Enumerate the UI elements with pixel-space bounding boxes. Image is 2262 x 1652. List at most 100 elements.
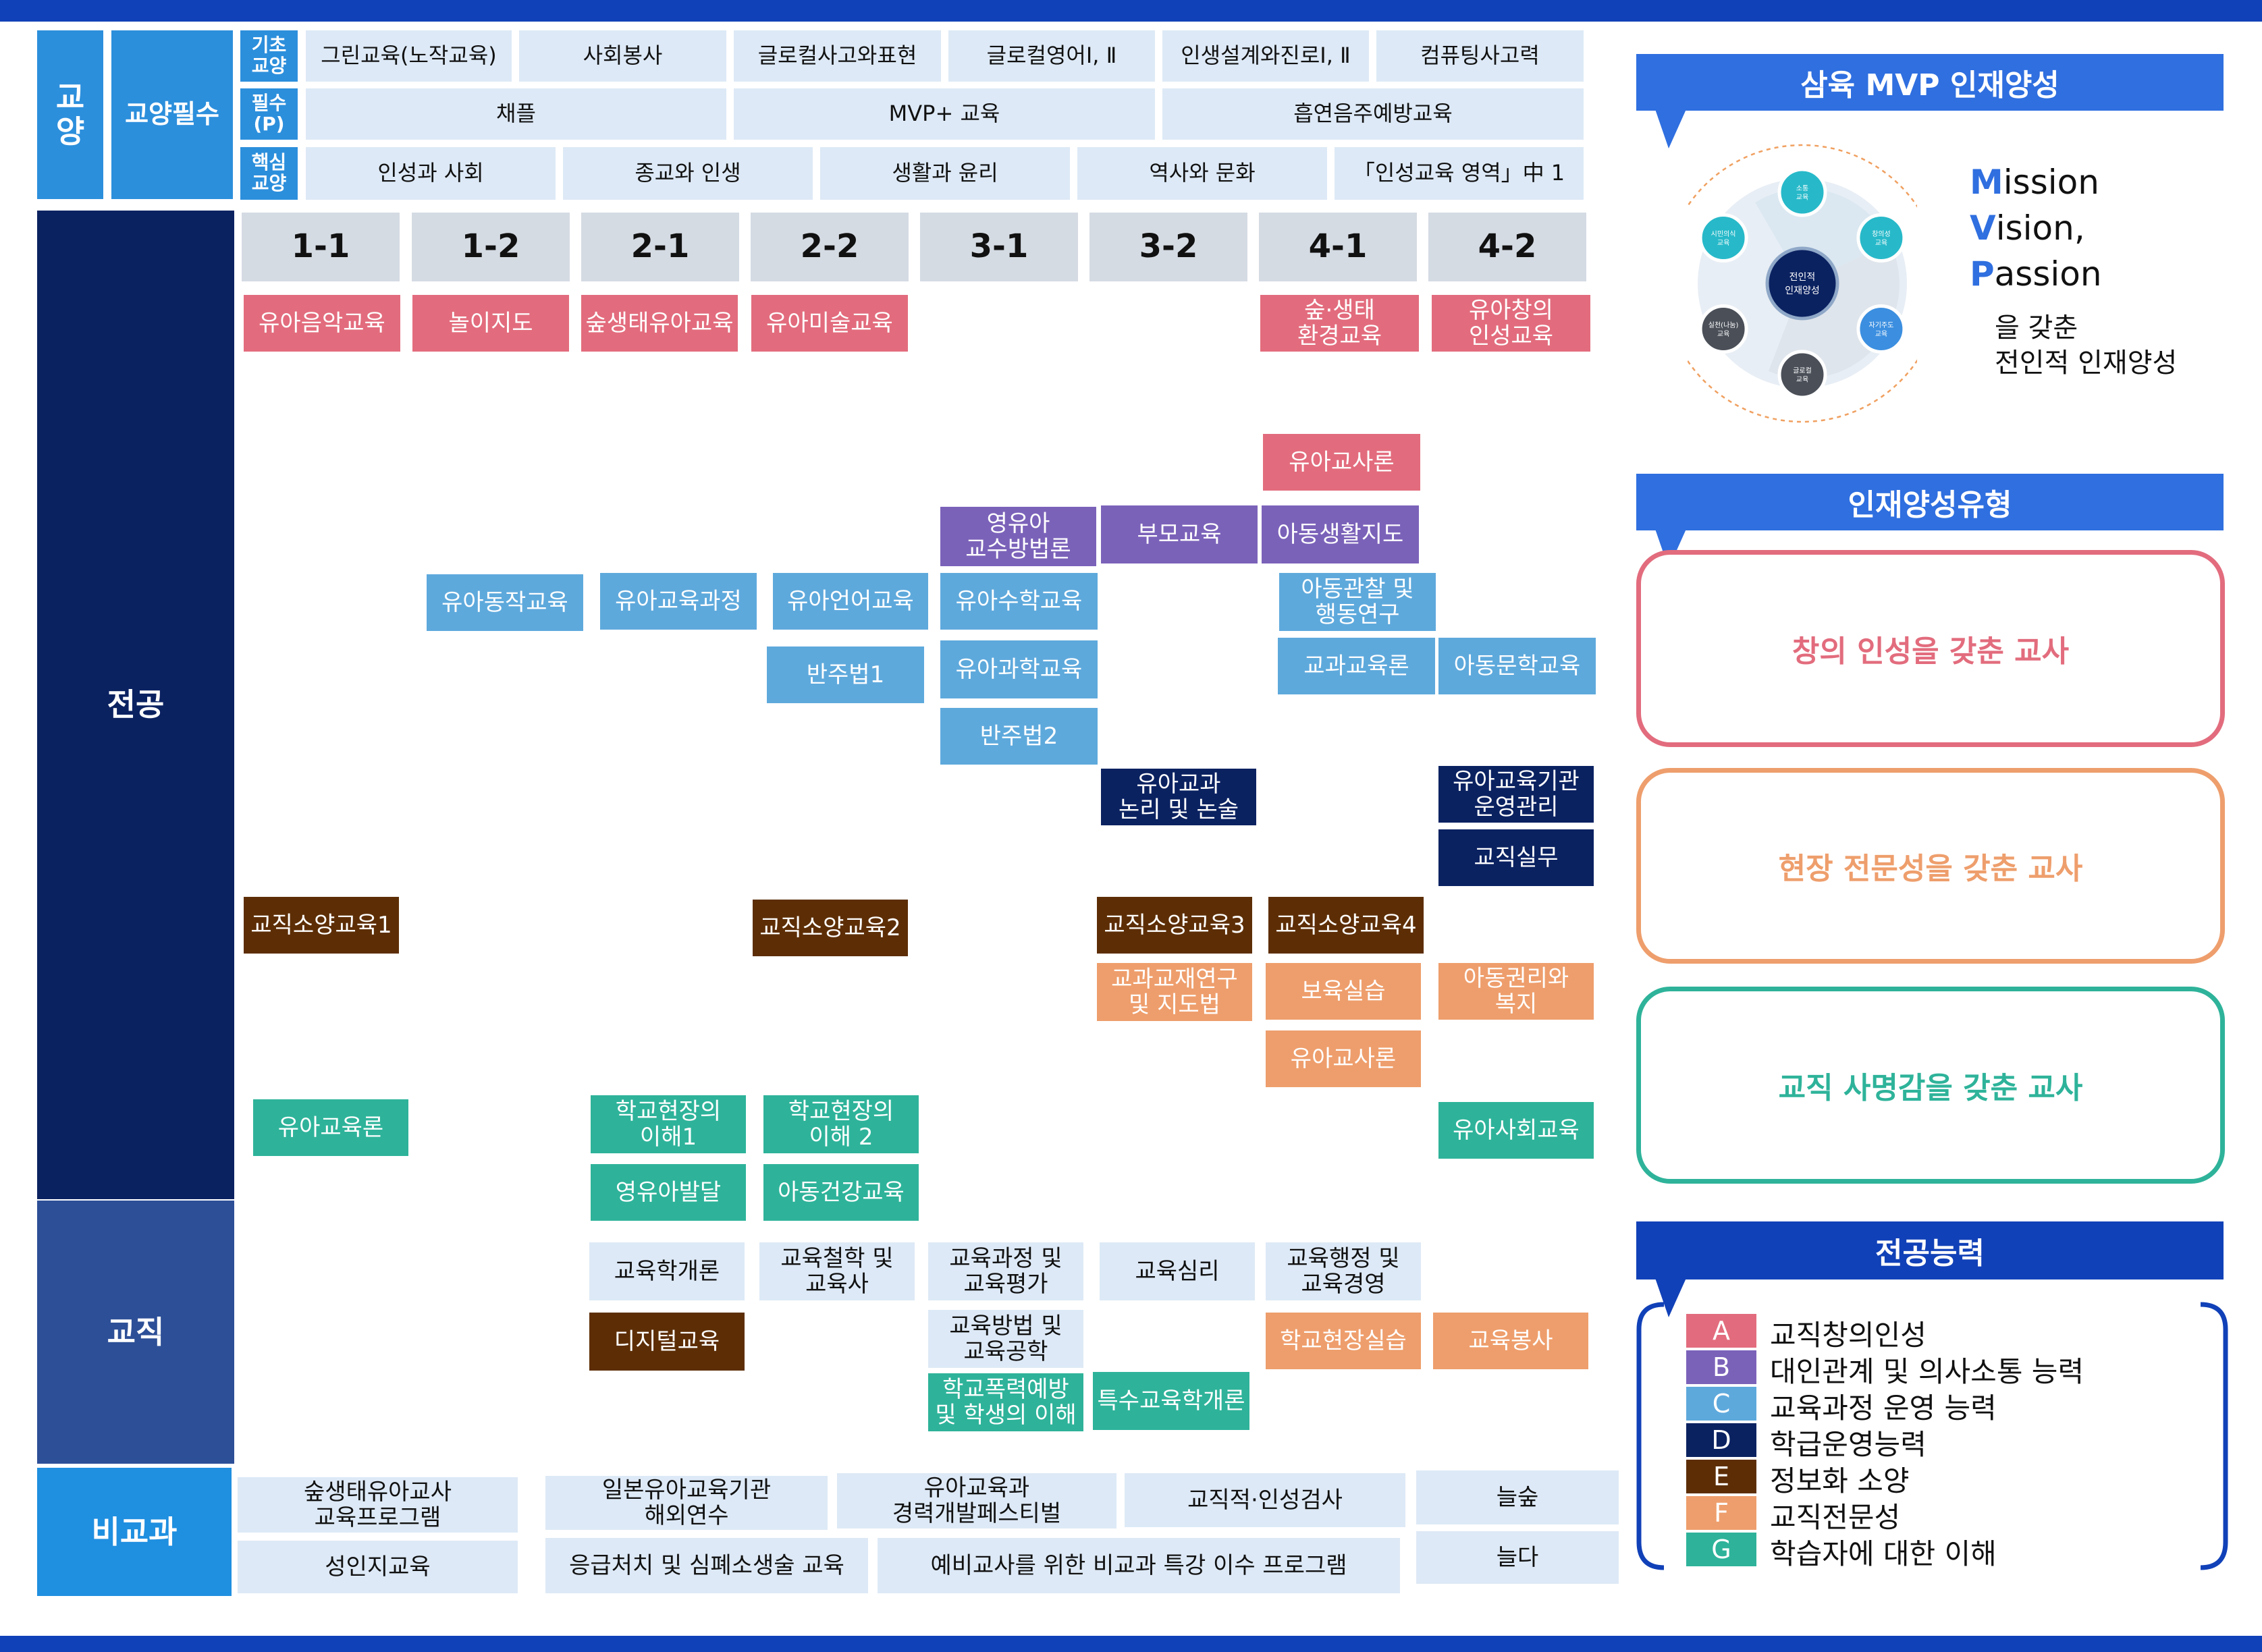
course-box: 반주법2	[940, 708, 1098, 765]
course-box: 유아교사론	[1266, 1030, 1421, 1087]
legend-label-b: 대인관계 및 의사소통 능력	[1770, 1355, 2084, 1388]
gyoyang-course: MVP+ 교육	[734, 88, 1155, 140]
course-box: 유아언어교육	[773, 573, 928, 630]
gyoyang-course: 인성과 사회	[306, 147, 556, 200]
course-box: 유아교과 논리 및 논술	[1101, 769, 1256, 825]
semester-header: 1-1	[242, 213, 400, 281]
course-box: 영유아발달	[591, 1164, 746, 1221]
mvp-node-label: 교육	[1717, 330, 1729, 338]
talent-type-field: 현장 전문성을 갖춘 교사	[1636, 768, 2225, 964]
semester-header: 3-1	[920, 213, 1078, 281]
course-box: 유아과학교육	[940, 640, 1098, 698]
bottom-bar	[0, 1636, 2262, 1652]
mvp-node-label: 교육	[1796, 376, 1808, 384]
program-box: 응급처치 및 심폐소생술 교육	[545, 1538, 868, 1593]
gyoyang-required-label: 교양필수	[111, 30, 233, 199]
course-box: 학교현장의 이해1	[591, 1095, 746, 1153]
program-box: 성인지교육	[238, 1541, 518, 1593]
legend-badge-f: F	[1686, 1496, 1756, 1530]
top-bar	[0, 0, 2262, 22]
course-box: 아동권리와 복지	[1438, 963, 1594, 1020]
program-box: 늘숲	[1416, 1470, 1619, 1524]
course-box: 보육실습	[1266, 963, 1421, 1020]
competency-title: 전공능력	[1636, 1221, 2224, 1279]
teaching-label: 교직	[37, 1201, 234, 1464]
legend-label-d: 학급운영능력	[1770, 1428, 1927, 1461]
legend-label-c: 교육과정 운영 능력	[1770, 1392, 1997, 1425]
legend-label-e: 정보화 소양	[1770, 1464, 1910, 1497]
course-box: 유아사회교육	[1438, 1102, 1594, 1159]
mvp-words: Mission Vision, Passion	[1970, 159, 2102, 297]
mission-word: Mission	[1970, 163, 2099, 202]
talent-type-creative: 창의 인성을 갖춘 교사	[1636, 550, 2225, 747]
course-box: 숲·생태 환경교육	[1260, 295, 1419, 352]
gyoyang-course: 채플	[306, 88, 726, 140]
course-box: 학교현장실습	[1266, 1313, 1421, 1369]
semester-header: 1-2	[412, 213, 570, 281]
course-box: 교육철학 및 교육사	[759, 1242, 915, 1300]
course-box: 유아교사론	[1263, 434, 1420, 491]
course-box: 유아수학교육	[940, 573, 1098, 630]
semester-header: 3-2	[1089, 213, 1247, 281]
mvp-node-label: 소통	[1796, 185, 1808, 193]
vision-word: Vision,	[1970, 209, 2085, 248]
course-box: 디지털교육	[589, 1313, 745, 1371]
course-box: 아동생활지도	[1262, 505, 1419, 563]
legend-label-f: 교직전문성	[1770, 1501, 1901, 1534]
program-box: 예비교사를 위한 비교과 특강 이수 프로그램	[878, 1538, 1400, 1593]
talent-title-pointer	[1655, 529, 1686, 568]
semester-header: 2-1	[581, 213, 739, 281]
mvp-node-circle	[1777, 350, 1827, 400]
basic-gyoyang-label: 기초 교양	[240, 30, 298, 82]
mvp-node-circle	[1698, 304, 1748, 354]
semester-header: 4-2	[1428, 213, 1586, 281]
course-box: 교과교재연구 및 지도법	[1097, 963, 1252, 1021]
course-box: 교육행정 및 교육경영	[1266, 1242, 1421, 1300]
course-box: 유아창의 인성교육	[1432, 295, 1590, 352]
course-box: 유아교육론	[253, 1099, 408, 1156]
mvp-node-label: 창의성	[1872, 230, 1891, 238]
program-box: 일본유아교육기관 해외연수	[545, 1476, 828, 1530]
gyoyang-course: 생활과 윤리	[820, 147, 1070, 200]
gyoyang-course: 「인성교육 영역」中 1	[1335, 147, 1584, 200]
mvp-center-text: 인재양성	[1785, 285, 1820, 296]
program-box: 숲생태유아교사 교육프로그램	[238, 1477, 518, 1533]
course-box: 영유아 교수방법론	[940, 507, 1096, 566]
mvp-node-circle	[1777, 167, 1827, 217]
mvp-node-label: 글로컬	[1793, 366, 1812, 375]
gyoyang-course: 사회봉사	[519, 30, 726, 82]
course-box: 부모교육	[1101, 505, 1258, 563]
course-box: 아동건강교육	[763, 1164, 919, 1221]
mvp-node-circle	[1856, 304, 1906, 354]
course-box: 놀이지도	[412, 295, 569, 352]
gyoyang-course: 그린교육(노작교육)	[306, 30, 512, 82]
mvp-node-label: 교육	[1875, 239, 1887, 247]
mvp-node-label: 교육	[1717, 239, 1729, 247]
mvp-node-label: 교육	[1796, 194, 1808, 202]
gyoyang-course: 인생설계와진로Ⅰ, Ⅱ	[1162, 30, 1369, 82]
course-box: 교육심리	[1100, 1242, 1255, 1300]
course-box: 학교현장의 이해 2	[763, 1095, 919, 1153]
course-box: 교육방법 및 교육공학	[928, 1310, 1083, 1368]
course-box: 유아교육과정	[600, 573, 757, 630]
mvp-node-circle	[1856, 213, 1906, 263]
gyoyang-course: 컴퓨팅사고력	[1376, 30, 1584, 82]
nonsubject-label: 비교과	[37, 1468, 232, 1596]
talent-type-mission: 교직 사명감을 갖춘 교사	[1636, 987, 2225, 1184]
semester-header: 4-1	[1259, 213, 1417, 281]
course-box: 교직소양교육3	[1097, 897, 1252, 954]
mvp-node-label: 자기주도	[1869, 321, 1894, 329]
mvp-tagline: 을 갖춘 전인적 인재양성	[1995, 312, 2178, 379]
gyoyang-course: 글로컬사고와표현	[734, 30, 941, 82]
talent-title: 인재양성유형	[1636, 474, 2224, 530]
course-box: 교직소양교육1	[244, 897, 399, 954]
legend-label-g: 학습자에 대한 이해	[1770, 1537, 1997, 1570]
legend-badge-g: G	[1686, 1533, 1756, 1566]
legend-badge-d: D	[1686, 1423, 1756, 1457]
course-box: 숲생태유아교육	[581, 295, 738, 352]
course-box: 교육학개론	[589, 1242, 745, 1300]
course-box: 유아음악교육	[244, 295, 400, 352]
core-gyoyang-label: 핵심 교양	[240, 147, 298, 200]
competency-title-pointer	[1655, 1278, 1686, 1317]
mvp-node-label: 시민의식	[1711, 230, 1736, 238]
